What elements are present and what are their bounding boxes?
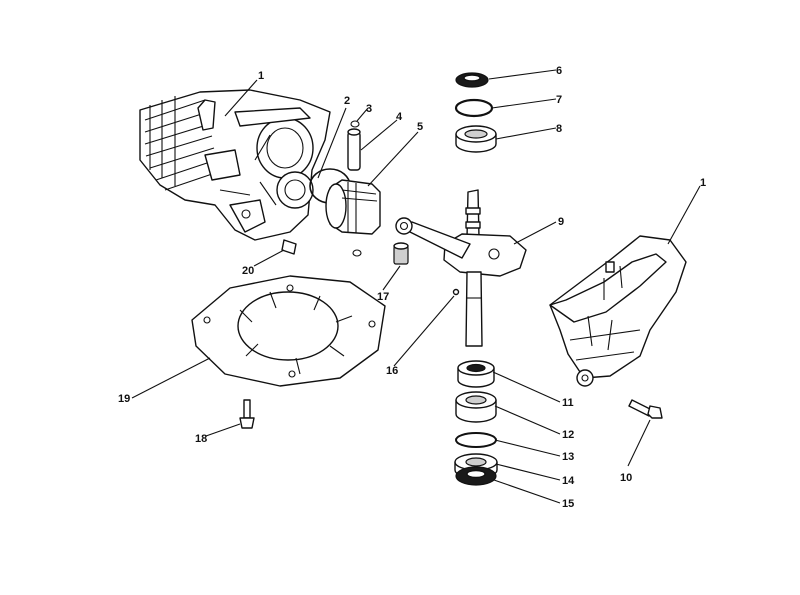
callout-19: 19 <box>118 393 130 405</box>
leader-7 <box>491 98 557 109</box>
oil-seal-lower-15 <box>455 466 497 486</box>
callout-2: 2 <box>344 95 350 107</box>
ball-16 <box>452 288 460 296</box>
leader-9 <box>513 221 557 245</box>
callout-13: 13 <box>562 451 574 463</box>
callout-14: 14 <box>562 475 575 487</box>
leader-8 <box>495 127 557 140</box>
leader-1b <box>667 185 701 245</box>
leader-11 <box>492 371 561 403</box>
callout-6: 6 <box>556 65 562 77</box>
callout-11: 11 <box>562 397 574 409</box>
leader-6 <box>488 69 557 80</box>
leader-18 <box>205 423 241 437</box>
callout-16: 16 <box>386 365 398 377</box>
leader-20 <box>253 249 285 267</box>
callout-15: 15 <box>562 498 574 510</box>
retaining-ring-upper <box>454 98 494 118</box>
lower-seal-11 <box>457 360 495 388</box>
leader-12 <box>494 405 561 435</box>
leader-10 <box>627 419 651 467</box>
wrist-pin <box>347 128 361 171</box>
callout-1b: 1 <box>700 177 706 189</box>
leader-3 <box>356 107 369 122</box>
gear-12 <box>455 391 497 423</box>
ball-bearing-upper <box>455 125 497 153</box>
callout-9: 9 <box>558 216 564 228</box>
base-plate-gasket <box>191 275 386 387</box>
callout-labels: 1 1 2 3 4 5 6 7 8 9 10 11 12 13 14 15 16… <box>118 65 706 510</box>
callout-5: 5 <box>417 121 423 133</box>
leader-17 <box>382 265 401 291</box>
screw-18 <box>239 399 255 429</box>
oil-seal-upper <box>455 72 489 88</box>
callout-4: 4 <box>396 111 403 123</box>
wrist-pin-clip <box>350 120 362 257</box>
leader-15 <box>493 479 561 504</box>
leader-16 <box>393 295 455 367</box>
leader-14 <box>495 463 561 481</box>
needle-bearing-17 <box>393 242 409 265</box>
piston <box>325 179 381 235</box>
callout-8: 8 <box>556 123 562 135</box>
crankcase-cover <box>549 235 687 387</box>
callout-3: 3 <box>366 103 372 115</box>
leader-4 <box>360 119 398 151</box>
engine-block <box>139 89 331 241</box>
leader-1a <box>224 79 258 117</box>
leader-2 <box>317 107 347 179</box>
callout-17: 17 <box>377 291 389 303</box>
callout-7: 7 <box>556 94 562 106</box>
callout-10: 10 <box>620 472 632 484</box>
dowel-pin-20 <box>281 239 297 255</box>
leader-lines <box>131 69 701 504</box>
leader-5 <box>367 131 419 187</box>
leader-19 <box>131 357 211 399</box>
ring-13 <box>455 432 497 448</box>
crankshaft <box>395 189 527 347</box>
callout-1a: 1 <box>258 70 264 82</box>
bolt-10 <box>628 399 663 419</box>
callout-20: 20 <box>242 265 254 277</box>
callout-18: 18 <box>195 433 207 445</box>
callout-12: 12 <box>562 429 574 441</box>
leader-13 <box>494 439 561 457</box>
